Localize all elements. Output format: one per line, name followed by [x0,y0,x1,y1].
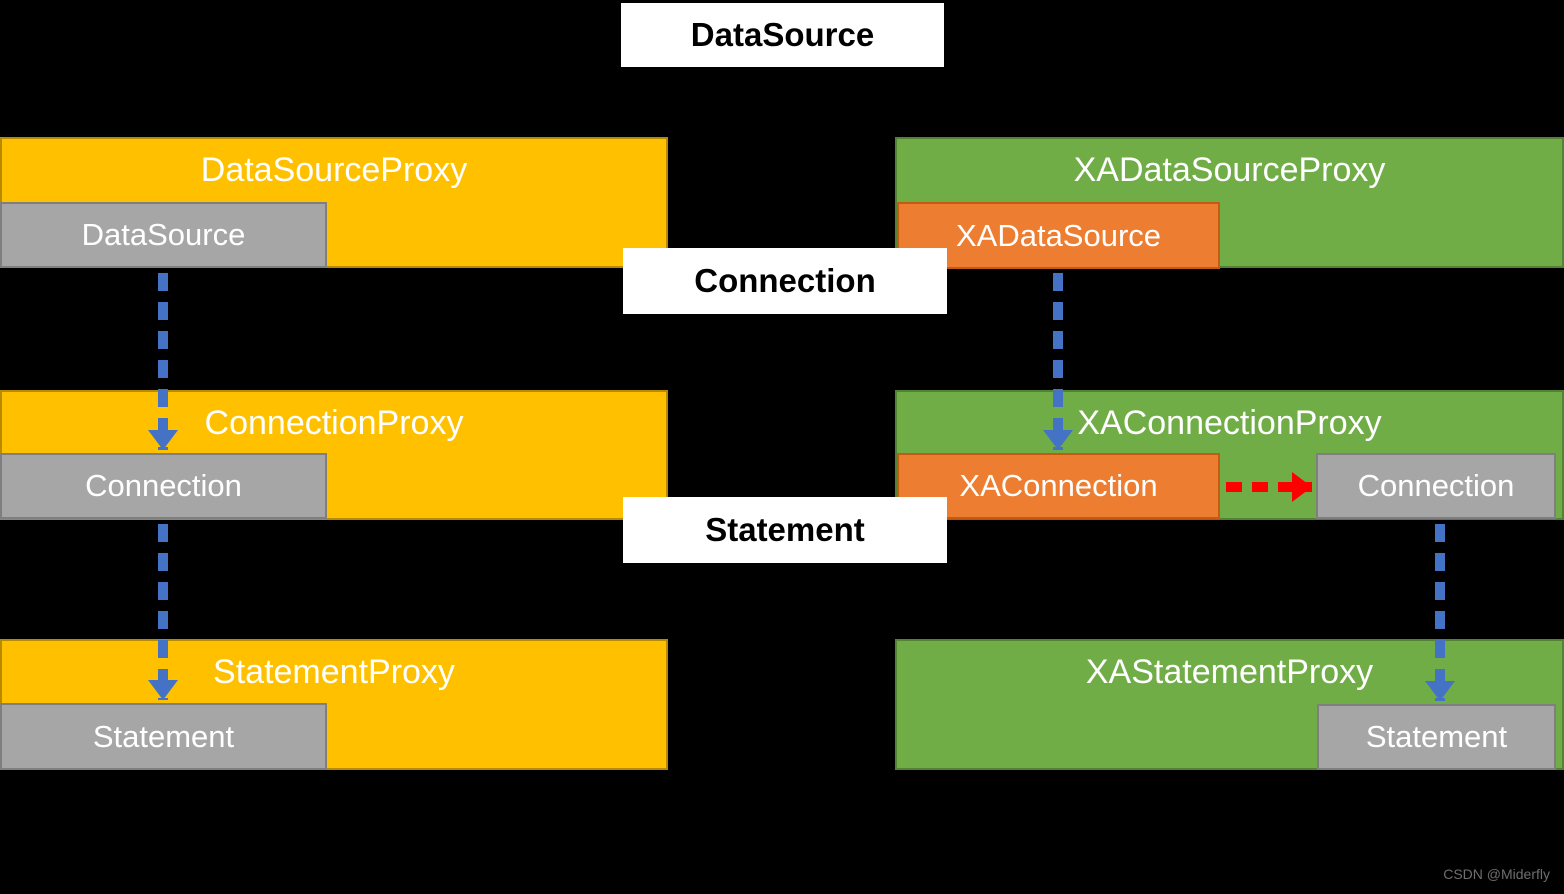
datasource-inner-label: DataSource [81,217,246,252]
xadatasource-inner-box: XADataSource [897,202,1220,269]
connection-inner-label: Connection [85,468,242,503]
datasourceproxy-label: DataSourceProxy [200,150,468,189]
connectionproxy-box: ConnectionProxy [0,390,668,520]
statement-inner-label: Statement [92,718,235,754]
connection-delegate-label: Connection [1357,468,1515,503]
section-header-statement-label: Statement [705,511,865,548]
xaconnection-inner-label: XAConnection [959,468,1158,503]
statementproxy-label: StatementProxy [213,652,455,691]
datasource-inner-box: DataSource [0,202,327,268]
xastatementproxy-label: XAStatementProxy [1085,652,1374,691]
xaconnectionproxy-label: XAConnectionProxy [1077,403,1382,442]
connectionproxy-label: ConnectionProxy [204,403,464,442]
xadatasourceproxy-label: XADataSourceProxy [1073,150,1386,189]
statement-inner-box: Statement [0,703,327,770]
section-header-statement: Statement [623,497,947,563]
statement-delegate-label: Statement [1365,719,1508,754]
section-header-connection: Connection [623,248,947,314]
watermark: CSDN @Miderfly [1443,866,1550,882]
connection-delegate-box: Connection [1316,453,1556,519]
xaconnection-inner-box: XAConnection [897,453,1220,519]
section-header-datasource-label: DataSource [690,16,875,53]
statement-delegate-box: Statement [1317,704,1556,770]
section-header-connection-label: Connection [694,262,876,299]
xadatasource-inner-label: XADataSource [955,217,1162,253]
section-header-datasource: DataSource [621,3,944,67]
connection-inner-box: Connection [0,453,327,519]
